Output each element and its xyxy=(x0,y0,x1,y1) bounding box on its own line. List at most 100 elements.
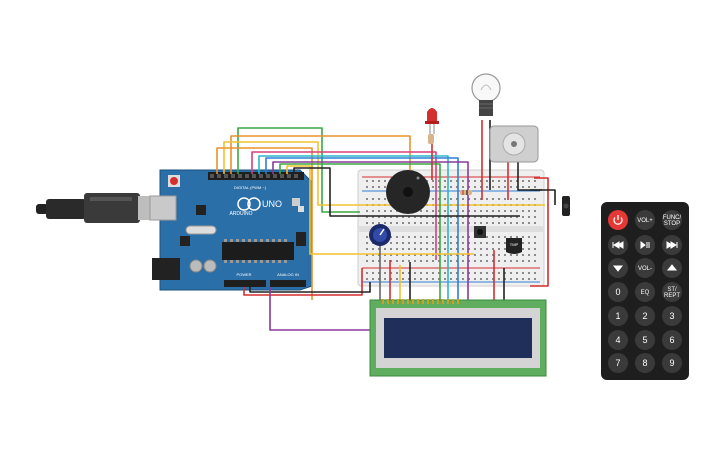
breadboard-hole xyxy=(498,198,500,200)
wire-blue xyxy=(265,157,459,300)
remote-button-label: 8 xyxy=(642,358,647,368)
breadboard-hole xyxy=(516,236,518,238)
remote-button-next[interactable] xyxy=(662,235,682,255)
arduino-brand: ARDUINO xyxy=(229,211,252,217)
breadboard-hole xyxy=(492,248,494,250)
remote-button-func-stop[interactable]: FUNC/STOP xyxy=(662,210,682,230)
remote-button-vol-up[interactable]: VOL+ xyxy=(635,210,655,230)
breadboard-hole xyxy=(432,180,434,182)
remote-button-st-rept[interactable]: ST/REPT xyxy=(662,282,682,302)
breadboard-hole xyxy=(444,278,446,280)
pushbutton[interactable] xyxy=(474,226,486,238)
lcd-pin xyxy=(402,299,404,304)
remote-button-label: 1 xyxy=(615,311,620,321)
remote-button-label: FUNC/ xyxy=(663,215,682,221)
remote-button-vol-down[interactable]: VOL- xyxy=(635,258,655,278)
breadboard-hole xyxy=(438,222,440,224)
led[interactable] xyxy=(425,108,439,134)
breadboard-hole xyxy=(534,248,536,250)
arduino-board[interactable]: DIGITAL (PWM ~) ARDUINO UNO POWER ANALOG… xyxy=(149,169,313,291)
breadboard-hole xyxy=(384,278,386,280)
breadboard-hole xyxy=(456,236,458,238)
remote-button-seven[interactable]: 7 xyxy=(608,353,628,373)
light-bulb[interactable] xyxy=(471,73,501,116)
breadboard-hole xyxy=(462,272,464,274)
breadboard-hole xyxy=(438,278,440,280)
breadboard-hole xyxy=(462,216,464,218)
breadboard-hole xyxy=(426,248,428,250)
wire-red-right xyxy=(530,177,549,287)
remote-button-eq[interactable]: EQ xyxy=(635,282,655,302)
remote-button-three[interactable]: 3 xyxy=(662,306,682,326)
breadboard-hole xyxy=(426,216,428,218)
up-icon xyxy=(666,264,678,271)
breadboard-hole xyxy=(468,216,470,218)
remote-button-two[interactable]: 2 xyxy=(635,306,655,326)
breadboard-hole xyxy=(450,180,452,182)
breadboard-hole xyxy=(510,216,512,218)
lcd-pin xyxy=(412,299,414,304)
remote-button-power[interactable] xyxy=(608,210,628,230)
breadboard-hole xyxy=(420,222,422,224)
breadboard-hole xyxy=(456,242,458,244)
remote-button-zero[interactable]: 0 xyxy=(608,282,628,302)
breadboard-hole xyxy=(366,180,368,182)
remote-button-play-pause[interactable] xyxy=(635,235,655,255)
dc-motor[interactable] xyxy=(489,125,539,163)
breadboard-hole xyxy=(378,222,380,224)
breadboard-hole xyxy=(390,278,392,280)
breadboard-hole xyxy=(414,248,416,250)
lcd-pin xyxy=(442,299,444,304)
breadboard-hole xyxy=(498,260,500,262)
breadboard-hole xyxy=(450,210,452,212)
breadboard-hole xyxy=(468,198,470,200)
breadboard-hole xyxy=(474,254,476,256)
breadboard-hole xyxy=(486,180,488,182)
analog-label: ANALOG IN xyxy=(277,272,299,277)
breadboard-hole xyxy=(396,242,398,244)
breadboard-hole xyxy=(396,272,398,274)
breadboard-hole xyxy=(402,236,404,238)
potentiometer[interactable] xyxy=(369,224,391,246)
lcd-pin xyxy=(392,299,394,304)
breadboard-hole xyxy=(402,216,404,218)
breadboard-hole xyxy=(378,216,380,218)
remote-button-nine[interactable]: 9 xyxy=(662,353,682,373)
breadboard-hole xyxy=(534,210,536,212)
breadboard-hole xyxy=(528,198,530,200)
breadboard-hole xyxy=(444,210,446,212)
remote-button-prev[interactable] xyxy=(608,235,628,255)
breadboard-hole xyxy=(396,216,398,218)
remote-button-six[interactable]: 6 xyxy=(662,330,682,350)
breadboard-hole xyxy=(426,260,428,262)
lcd-display[interactable] xyxy=(369,299,547,377)
breadboard-hole xyxy=(408,216,410,218)
piezo-buzzer[interactable] xyxy=(386,170,430,214)
breadboard-hole xyxy=(450,272,452,274)
breadboard-hole xyxy=(480,248,482,250)
remote-button-up[interactable] xyxy=(662,258,682,278)
remote-button-down[interactable] xyxy=(608,258,628,278)
breadboard-hole xyxy=(456,254,458,256)
breadboard-hole xyxy=(390,248,392,250)
breadboard-hole xyxy=(468,210,470,212)
breadboard-hole xyxy=(498,216,500,218)
breadboard-hole xyxy=(444,216,446,218)
breadboard-hole xyxy=(468,260,470,262)
breadboard-hole xyxy=(402,260,404,262)
remote-button-five[interactable]: 5 xyxy=(635,330,655,350)
breadboard-hole xyxy=(390,254,392,256)
remote-button-four[interactable]: 4 xyxy=(608,330,628,350)
breadboard-hole xyxy=(366,272,368,274)
lcd-pin xyxy=(417,299,419,304)
remote-button-eight[interactable]: 8 xyxy=(635,353,655,373)
breadboard-hole xyxy=(450,216,452,218)
breadboard-hole xyxy=(498,180,500,182)
breadboard-hole xyxy=(438,210,440,212)
breadboard-hole xyxy=(420,278,422,280)
breadboard-hole xyxy=(414,278,416,280)
remote-button-one[interactable]: 1 xyxy=(608,306,628,326)
breadboard-hole xyxy=(492,198,494,200)
breadboard-hole xyxy=(444,180,446,182)
